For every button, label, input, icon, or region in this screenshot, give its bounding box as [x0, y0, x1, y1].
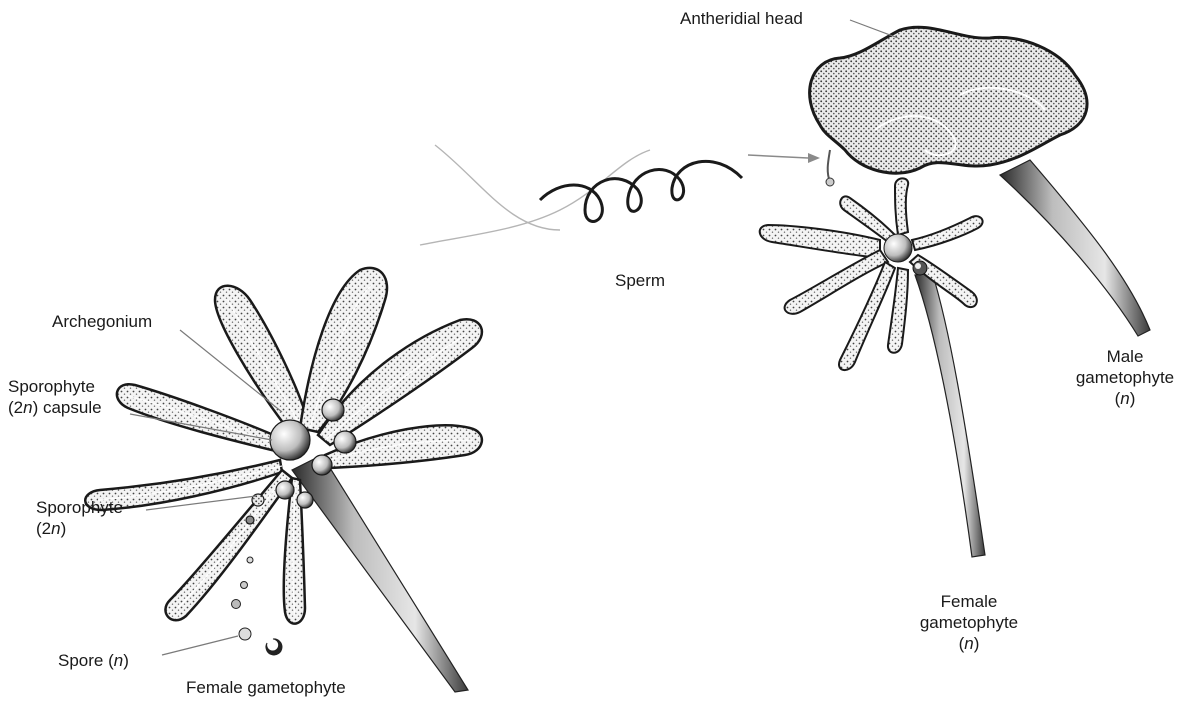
archegonium-label: Archegonium — [52, 311, 152, 332]
antheridial-head-label: Antheridial head — [680, 8, 803, 29]
male-stalk — [1000, 160, 1150, 336]
flagellum-1 — [435, 145, 560, 230]
sperm-illustration — [420, 145, 742, 245]
arrow — [748, 153, 820, 163]
spores — [232, 557, 282, 655]
leader-spore — [162, 636, 238, 655]
sporophyte-capsule-label: Sporophyte (2n) capsule — [8, 376, 102, 418]
spore-label: Spore (n) — [58, 650, 129, 671]
female-gametophyte-left-label: Female gametophyte — [186, 677, 346, 698]
female-gametophyte-right-label: Female gametophyte (n) — [904, 591, 1034, 654]
sperm-coil — [540, 161, 742, 221]
male-gametophyte — [810, 27, 1150, 336]
male-gametophyte-label: Male gametophyte (n) — [1060, 346, 1190, 409]
sporophyte-label: Sporophyte (2n) — [36, 497, 123, 539]
sperm-label: Sperm — [615, 270, 665, 291]
right-female-gametophyte — [760, 178, 985, 557]
right-stalk — [915, 272, 985, 557]
right-center — [884, 234, 912, 262]
flagellum-2 — [420, 150, 650, 245]
left-stalk — [292, 455, 468, 692]
antheridial-disc — [810, 27, 1087, 173]
leader-antheridial — [850, 20, 898, 38]
